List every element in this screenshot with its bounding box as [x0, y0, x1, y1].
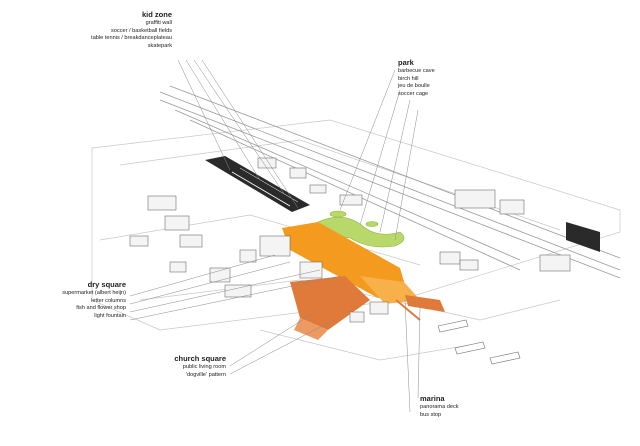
kid-zone-item: graffiti wall [145, 20, 172, 26]
church-square-title: church square [174, 354, 226, 363]
marina-title: marina [420, 394, 445, 403]
dry-square-area [282, 222, 420, 304]
kid-zone-item: table tennis / breakdanceplateau [91, 35, 172, 42]
dry-square-item: light fountain [94, 312, 126, 319]
park-title: park [398, 58, 414, 67]
boats [437, 319, 521, 365]
marina-item: bus stop [420, 411, 442, 418]
church-square-item: public living room [182, 364, 226, 370]
dark-wall [566, 222, 600, 252]
kid-zone-item: skatepark [147, 42, 172, 49]
park-item: soccer cage [398, 90, 429, 97]
dry-square-item: letter columns [91, 297, 126, 304]
dry-square-title: dry square [87, 280, 126, 289]
park-item: barbecue cave [398, 68, 435, 74]
church-square-label: church square public living room 'dogvil… [120, 354, 226, 379]
dry-square-label: dry square supermarket (albert heijn) le… [20, 280, 126, 320]
dry-square-item: fish and flower shop [76, 305, 126, 312]
railway-lines [159, 85, 621, 279]
marina-label: marina panorama deck bus stop [420, 394, 500, 419]
kid-zone-area [205, 156, 310, 212]
marina-deck [395, 295, 445, 321]
park-label: park barbecue cave birch hill jeu de bou… [398, 58, 488, 98]
park-item: birch hill [398, 75, 419, 82]
marina-item: panorama deck [420, 404, 459, 410]
leader-lines [129, 59, 421, 413]
kid-zone-item: soccer / basketball fields [111, 27, 172, 34]
park-area [317, 210, 405, 248]
kid-zone-title: kid zone [141, 10, 172, 19]
dry-square-item: supermarket (albert heijn) [62, 290, 126, 296]
park-item: jeu de boulle [398, 83, 430, 90]
kid-zone-label: kid zone graffiti wall soccer / basketba… [68, 10, 172, 50]
church-square-area [290, 276, 370, 340]
church-square-item: 'dogville' pattern [185, 371, 226, 378]
buildings [129, 157, 571, 323]
